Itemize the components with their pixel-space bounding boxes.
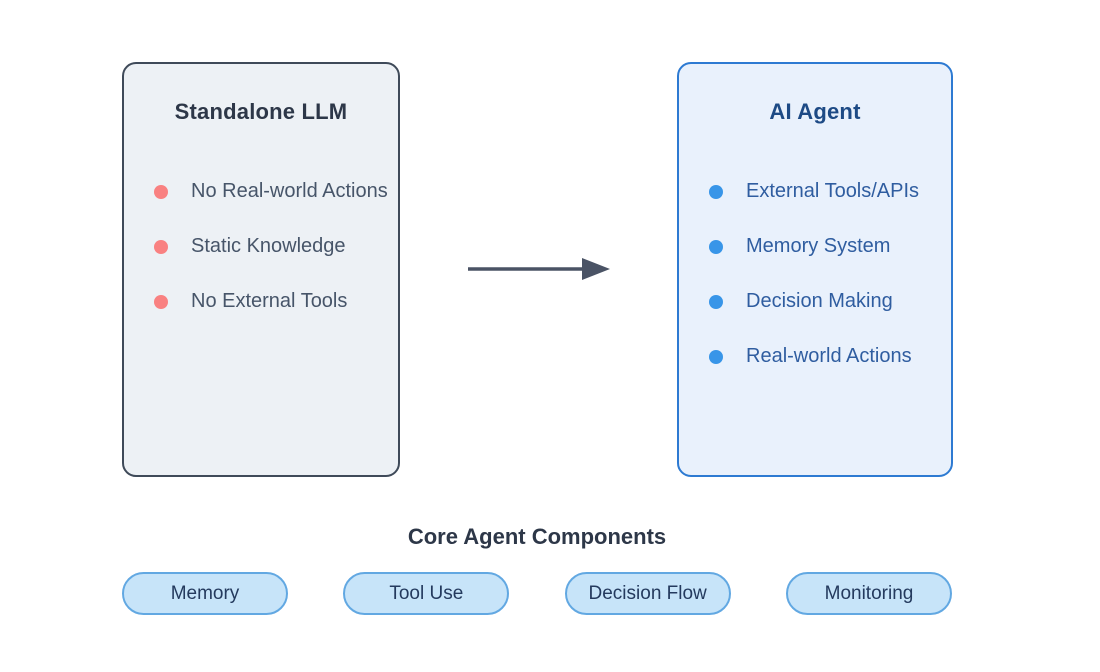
ai-agent-box: AI Agent External Tools/APIs Memory Syst… (677, 62, 953, 477)
bullet-dot-icon (709, 239, 723, 254)
list-item: External Tools/APIs (679, 164, 951, 219)
list-item: Memory System (679, 219, 951, 274)
bullet-dot-icon (709, 294, 723, 309)
list-item: Real-world Actions (679, 329, 951, 384)
list-item: Static Knowledge (124, 219, 398, 274)
components-pill-row: Memory Tool Use Decision Flow Monitoring (122, 572, 952, 615)
list-item-label: Memory System (746, 235, 891, 257)
bullet-dot-icon (154, 294, 168, 309)
list-item: No External Tools (124, 274, 398, 329)
list-item: Decision Making (679, 274, 951, 329)
bullet-dot-icon (709, 349, 723, 364)
bullet-dot-icon (154, 184, 168, 199)
standalone-llm-title: Standalone LLM (174, 99, 348, 124)
list-item-label: Real-world Actions (746, 345, 912, 367)
pill-decision-flow: Decision Flow (564, 572, 731, 615)
list-item-label: External Tools/APIs (746, 180, 920, 202)
list-item-label: Static Knowledge (191, 235, 346, 257)
right-arrow-icon (468, 258, 610, 280)
bullet-dot-icon (709, 184, 723, 199)
standalone-llm-item-list: No Real-world Actions Static Knowledge N… (124, 164, 398, 329)
pill-monitoring: Monitoring (785, 572, 952, 615)
bullet-dot-icon (154, 239, 168, 254)
core-agent-components-heading: Core Agent Components (407, 524, 667, 549)
ai-agent-title: AI Agent (769, 99, 861, 124)
list-item-label: Decision Making (746, 290, 893, 312)
pill-memory: Memory (122, 572, 288, 615)
list-item: No Real-world Actions (124, 164, 398, 219)
list-item-label: No Real-world Actions (191, 180, 388, 202)
standalone-llm-box: Standalone LLM No Real-world Actions Sta… (122, 62, 400, 477)
pill-tool-use: Tool Use (343, 572, 510, 615)
ai-agent-item-list: External Tools/APIs Memory System Decisi… (679, 164, 951, 384)
list-item-label: No External Tools (191, 290, 348, 312)
